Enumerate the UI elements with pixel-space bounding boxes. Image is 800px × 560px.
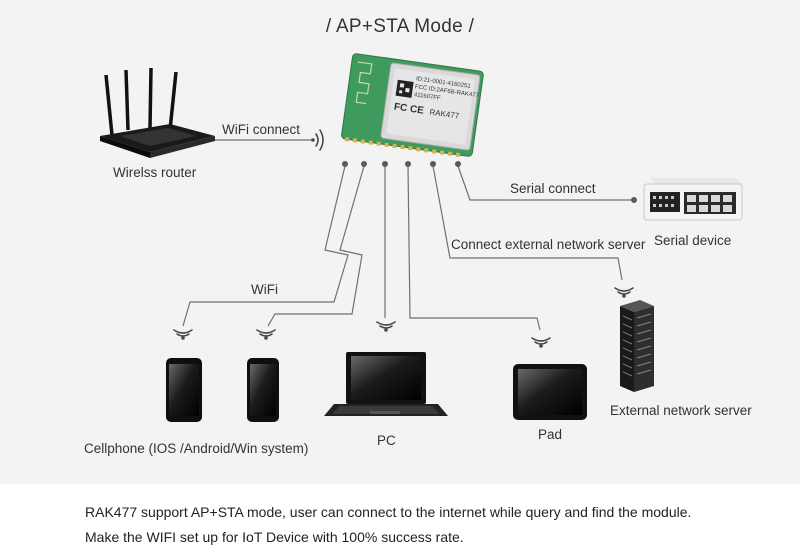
- pad-label: Pad: [538, 427, 563, 442]
- wifi-icon: [531, 337, 551, 348]
- external-server-label: External network server: [610, 403, 752, 418]
- caption-line-2: Make the WIFI set up for IoT Device with…: [85, 529, 464, 545]
- serial-device-label: Serial device: [654, 233, 732, 248]
- serial-connect-label: Serial connect: [510, 181, 596, 196]
- port-dot: [455, 161, 461, 167]
- wifi-signal-icon: [311, 129, 324, 151]
- router-icon: [100, 67, 215, 158]
- connect-external-label: Connect external network server: [451, 237, 646, 252]
- port-dot: [382, 161, 388, 167]
- caption-text: RAK477 support AP+STA mode, user can con…: [85, 500, 785, 550]
- rak477-module: ID:21-0001-4160251 FCC ID:2AF6B-RAK477 4…: [341, 53, 484, 158]
- wireless-router-label: Wirelss router: [113, 165, 197, 180]
- wifi-icon: [614, 287, 634, 298]
- module-chip-line-3: 411607FF: [413, 92, 441, 102]
- laptop-icon: [324, 352, 448, 416]
- port-dot: [361, 161, 367, 167]
- connection-lines: [182, 139, 632, 331]
- external-server-line: [432, 165, 623, 281]
- wifi-icon: [256, 329, 276, 340]
- cellphone1-line: [182, 165, 349, 327]
- qr-code-icon: [395, 79, 414, 98]
- wifi-signal-icons: [173, 287, 634, 348]
- pad-line: [407, 165, 541, 331]
- module-fc-mark: FC CE: [393, 102, 425, 117]
- cellphone-label: Cellphone (IOS /Android/Win system): [84, 441, 309, 456]
- serial-connect-line: [457, 165, 632, 201]
- diagram-area: ID:21-0001-4160251 FCC ID:2AF6B-RAK477 4…: [0, 0, 800, 484]
- tablet-icon: [513, 364, 587, 420]
- port-dot: [631, 197, 637, 203]
- caption-line-1: RAK477 support AP+STA mode, user can con…: [85, 504, 692, 520]
- wifi-icon: [173, 329, 193, 340]
- module-brand: RAK477: [429, 108, 460, 121]
- page-title: / AP+STA Mode /: [325, 16, 475, 37]
- cellphone-icon: [166, 358, 202, 422]
- wifi-connect-label: WiFi connect: [222, 122, 301, 137]
- port-dot: [342, 161, 348, 167]
- wifi-label: WiFi: [251, 282, 278, 297]
- serial-device-icon: [643, 178, 743, 221]
- port-dot: [405, 161, 411, 167]
- diagram-svg: ID:21-0001-4160251 FCC ID:2AF6B-RAK477 4…: [100, 53, 743, 422]
- cellphone-icon: [247, 358, 279, 422]
- server-icon: [620, 300, 654, 392]
- module-port-dots: [342, 161, 637, 203]
- wifi-icon: [376, 321, 396, 332]
- pc-label: PC: [377, 433, 396, 448]
- cellphone2-line: [267, 165, 365, 327]
- port-dot: [430, 161, 436, 167]
